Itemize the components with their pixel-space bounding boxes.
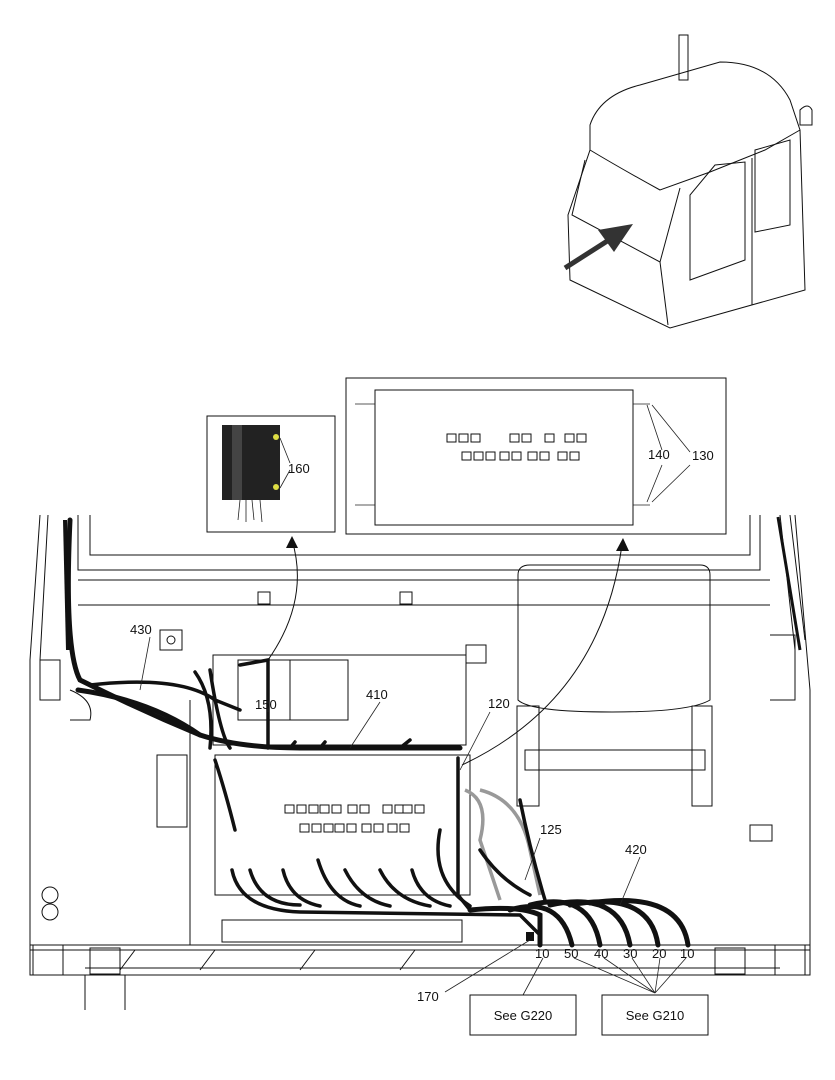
fuse	[564, 433, 575, 443]
reference-g210[interactable]: See G210	[601, 994, 709, 1036]
fuse	[284, 804, 295, 814]
fuse	[461, 451, 472, 461]
callout-50: 50	[564, 946, 578, 961]
inset-fuse-board: 140 130	[345, 377, 727, 535]
fuse	[296, 804, 307, 814]
fuse	[499, 451, 510, 461]
callout-160: 160	[288, 461, 310, 476]
fuse	[539, 451, 550, 461]
fuse	[311, 823, 322, 833]
reference-g220-label: See G220	[494, 1008, 553, 1023]
callout-40: 40	[594, 946, 608, 961]
callout-10-g210: 10	[680, 946, 694, 961]
fuse	[511, 451, 522, 461]
cab-frame	[29, 514, 811, 1010]
fuse	[347, 804, 358, 814]
fuse	[521, 433, 532, 443]
fuse	[399, 823, 410, 833]
fuse	[319, 804, 330, 814]
fuse	[359, 804, 370, 814]
inset-relay-160: 160	[206, 415, 336, 533]
harness-430	[65, 517, 463, 751]
callout-125: 125	[540, 822, 562, 837]
fuse	[308, 804, 319, 814]
fuse	[470, 433, 481, 443]
fuse	[557, 451, 568, 461]
fuse	[382, 804, 393, 814]
callout-430: 430	[130, 622, 152, 637]
callout-410: 410	[366, 687, 388, 702]
fuse	[299, 823, 310, 833]
harness-cables	[65, 517, 691, 948]
fuse	[446, 433, 457, 443]
cab-overview-illustration	[563, 34, 813, 329]
fuse	[346, 823, 357, 833]
fuse	[334, 823, 345, 833]
fuse	[485, 451, 496, 461]
reference-g210-label: See G210	[626, 1008, 685, 1023]
pointer-arrow-160	[267, 539, 298, 661]
callout-10-g220: 10	[535, 946, 549, 961]
fuse	[527, 451, 538, 461]
fuse	[473, 451, 484, 461]
fuse	[331, 804, 342, 814]
pointer-arrow-board	[461, 544, 623, 766]
fuse	[387, 823, 398, 833]
fuse	[509, 433, 520, 443]
fuse	[373, 823, 384, 833]
callout-130: 130	[692, 448, 714, 463]
callout-150: 150	[255, 697, 277, 712]
fuse	[458, 433, 469, 443]
fuse	[402, 804, 413, 814]
fuse	[576, 433, 587, 443]
fuse	[414, 804, 425, 814]
fuse-board-main	[284, 804, 425, 833]
callout-leaders	[139, 636, 687, 996]
reference-g220[interactable]: See G220	[469, 994, 577, 1036]
callout-30: 30	[623, 946, 637, 961]
fuse	[569, 451, 580, 461]
callout-20: 20	[652, 946, 666, 961]
callout-420: 420	[625, 842, 647, 857]
fuse	[361, 823, 372, 833]
fuse	[544, 433, 555, 443]
callout-170: 170	[417, 989, 439, 1004]
callout-120: 120	[488, 696, 510, 711]
fuse	[323, 823, 334, 833]
callout-140: 140	[648, 447, 670, 462]
